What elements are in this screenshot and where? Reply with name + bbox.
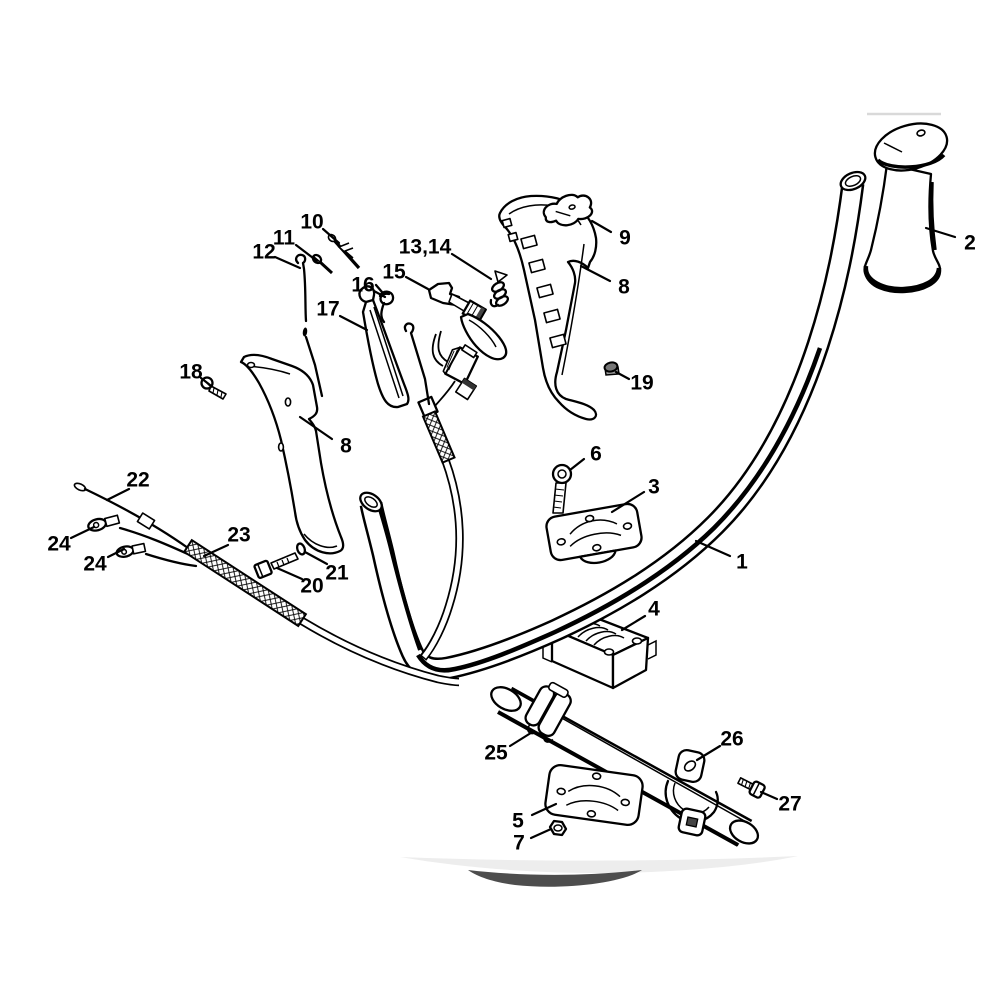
part-20-screw (253, 552, 299, 580)
part-12-choke-rod (295, 253, 324, 398)
part-label-11: 11 (273, 227, 296, 250)
callout-leader-lines (69, 219, 957, 840)
part-3-upper-clamp (545, 502, 643, 565)
part-label-20: 20 (300, 575, 323, 598)
part-15-throttle-trigger (427, 281, 508, 361)
part-8-handle-housing-left (239, 353, 345, 555)
part-11-screw (311, 253, 334, 275)
part-label-13-14: 13,14 (399, 236, 452, 259)
throttle-rod (403, 322, 431, 406)
part-13-14-spring (489, 270, 510, 308)
part-label-1: 1 (736, 551, 748, 574)
part-9-wing-knob (542, 193, 594, 227)
part-8-handle-housing-right (498, 194, 598, 421)
part-10-screw-washer (327, 233, 361, 270)
part-label-6: 6 (590, 443, 602, 466)
part-1-handlebar-tube (359, 170, 867, 681)
part-label-23: 23 (227, 524, 250, 547)
part-23-wiring-loom (182, 538, 460, 687)
part-label-4: 4 (648, 598, 660, 621)
part-label-24b: 24 (83, 553, 107, 576)
part-label-22: 22 (126, 469, 149, 492)
bottom-shadow (400, 856, 798, 887)
switch-connector (442, 344, 479, 386)
part-label-17: 17 (316, 298, 339, 321)
part-label-5: 5 (512, 810, 524, 833)
part-label-12: 12 (252, 241, 275, 264)
part-label-7: 7 (513, 832, 525, 855)
part-label-3: 3 (648, 476, 660, 499)
part-label-19: 19 (630, 372, 653, 395)
part-label-16: 16 (351, 274, 374, 297)
part-25-clip (524, 681, 572, 743)
part-21-washer (295, 542, 307, 556)
part-22-throttle-cable (73, 482, 190, 550)
part-label-26: 26 (720, 728, 743, 751)
part-label-18: 18 (179, 361, 203, 384)
switch-wiring-assembly (417, 330, 479, 661)
part-7-nut (548, 819, 568, 837)
part-label-15: 15 (382, 261, 406, 284)
part-19-nut (603, 361, 620, 376)
part-label-27: 27 (778, 793, 801, 816)
part-label-21: 21 (325, 562, 349, 585)
part-2-grip (863, 122, 949, 294)
part-label-8a: 8 (618, 276, 630, 299)
part-24-terminal-b (115, 542, 198, 568)
part-label-24a: 24 (47, 533, 71, 556)
part-5-clamp-plate (544, 763, 644, 827)
part-6-screw (551, 463, 573, 514)
callout-labels: 1 2 3 4 5 6 7 8 8 9 10 11 12 13,14 15 16… (47, 211, 976, 855)
part-label-25: 25 (484, 742, 508, 765)
part-label-2: 2 (964, 232, 976, 255)
part-26-clamp-bracket (664, 748, 719, 837)
part-label-10: 10 (300, 211, 323, 234)
part-27-screw (737, 777, 766, 799)
part-label-9: 9 (619, 227, 631, 250)
part-label-8b: 8 (340, 435, 352, 458)
